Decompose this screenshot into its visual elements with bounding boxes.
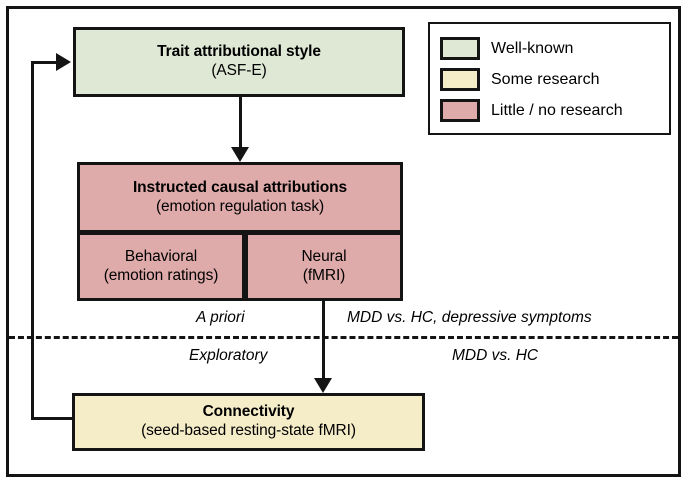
connector-connectivity-to-trait-segment-top: [31, 61, 59, 64]
node-trait-subtitle: (ASF-E): [211, 62, 267, 79]
node-trait-title: Trait attributional style: [157, 43, 321, 61]
arrowhead-right-icon: [56, 53, 71, 71]
annotation-exploratory: Exploratory: [189, 347, 268, 364]
connector-connectivity-to-trait-segment-vertical: [31, 61, 34, 420]
node-behavioral[interactable]: Behavioral (emotion ratings): [77, 232, 245, 301]
legend-label-well-known: Well-known: [491, 39, 574, 57]
annotation-mdd-vs-hc: MDD vs. HC: [452, 347, 539, 364]
node-instructed-subtitle: (emotion regulation task): [155, 197, 325, 215]
connector-trait-to-instructed: [239, 97, 242, 148]
connector-connectivity-to-trait-segment-bottom: [31, 417, 75, 420]
legend-item-well-known: Well-known: [440, 33, 669, 64]
node-neural-subtitle: (fMRI): [302, 266, 346, 284]
node-behavioral-title: Behavioral: [124, 247, 198, 265]
node-neural[interactable]: Neural (fMRI): [245, 232, 403, 301]
dashed-divider: [9, 336, 678, 339]
node-connectivity-title: Connectivity: [202, 403, 295, 421]
legend-swatch-some-research: [440, 68, 480, 91]
legend-swatch-well-known: [440, 37, 480, 60]
legend-swatch-little-no-research: [440, 99, 480, 122]
legend-item-little-no-research: Little / no research: [440, 95, 669, 126]
node-connectivity[interactable]: Connectivity (seed-based resting-state f…: [72, 393, 425, 451]
annotation-a-priori: A priori: [196, 309, 245, 326]
node-neural-title: Neural: [301, 247, 347, 265]
legend-label-little-no-research: Little / no research: [491, 101, 623, 119]
node-behavioral-subtitle: (emotion ratings): [103, 266, 219, 284]
node-trait-attributional-style[interactable]: Trait attributional style (ASF-E): [73, 27, 405, 97]
arrowhead-down-icon: [231, 147, 249, 162]
legend-item-some-research: Some research: [440, 64, 669, 95]
node-instructed-causal-attributions[interactable]: Instructed causal attributions (emotion …: [77, 162, 403, 233]
figure-border: [6, 6, 681, 477]
annotation-mdd-vs-hc-symptoms: MDD vs. HC, depressive symptoms: [347, 309, 592, 326]
node-connectivity-subtitle: (seed-based resting-state fMRI): [141, 422, 356, 439]
arrowhead-down-icon: [314, 378, 332, 393]
legend: Well-known Some research Little / no res…: [428, 22, 671, 135]
node-instructed-title: Instructed causal attributions: [132, 178, 348, 196]
connector-neural-to-connectivity: [322, 301, 325, 379]
legend-label-some-research: Some research: [491, 70, 600, 88]
